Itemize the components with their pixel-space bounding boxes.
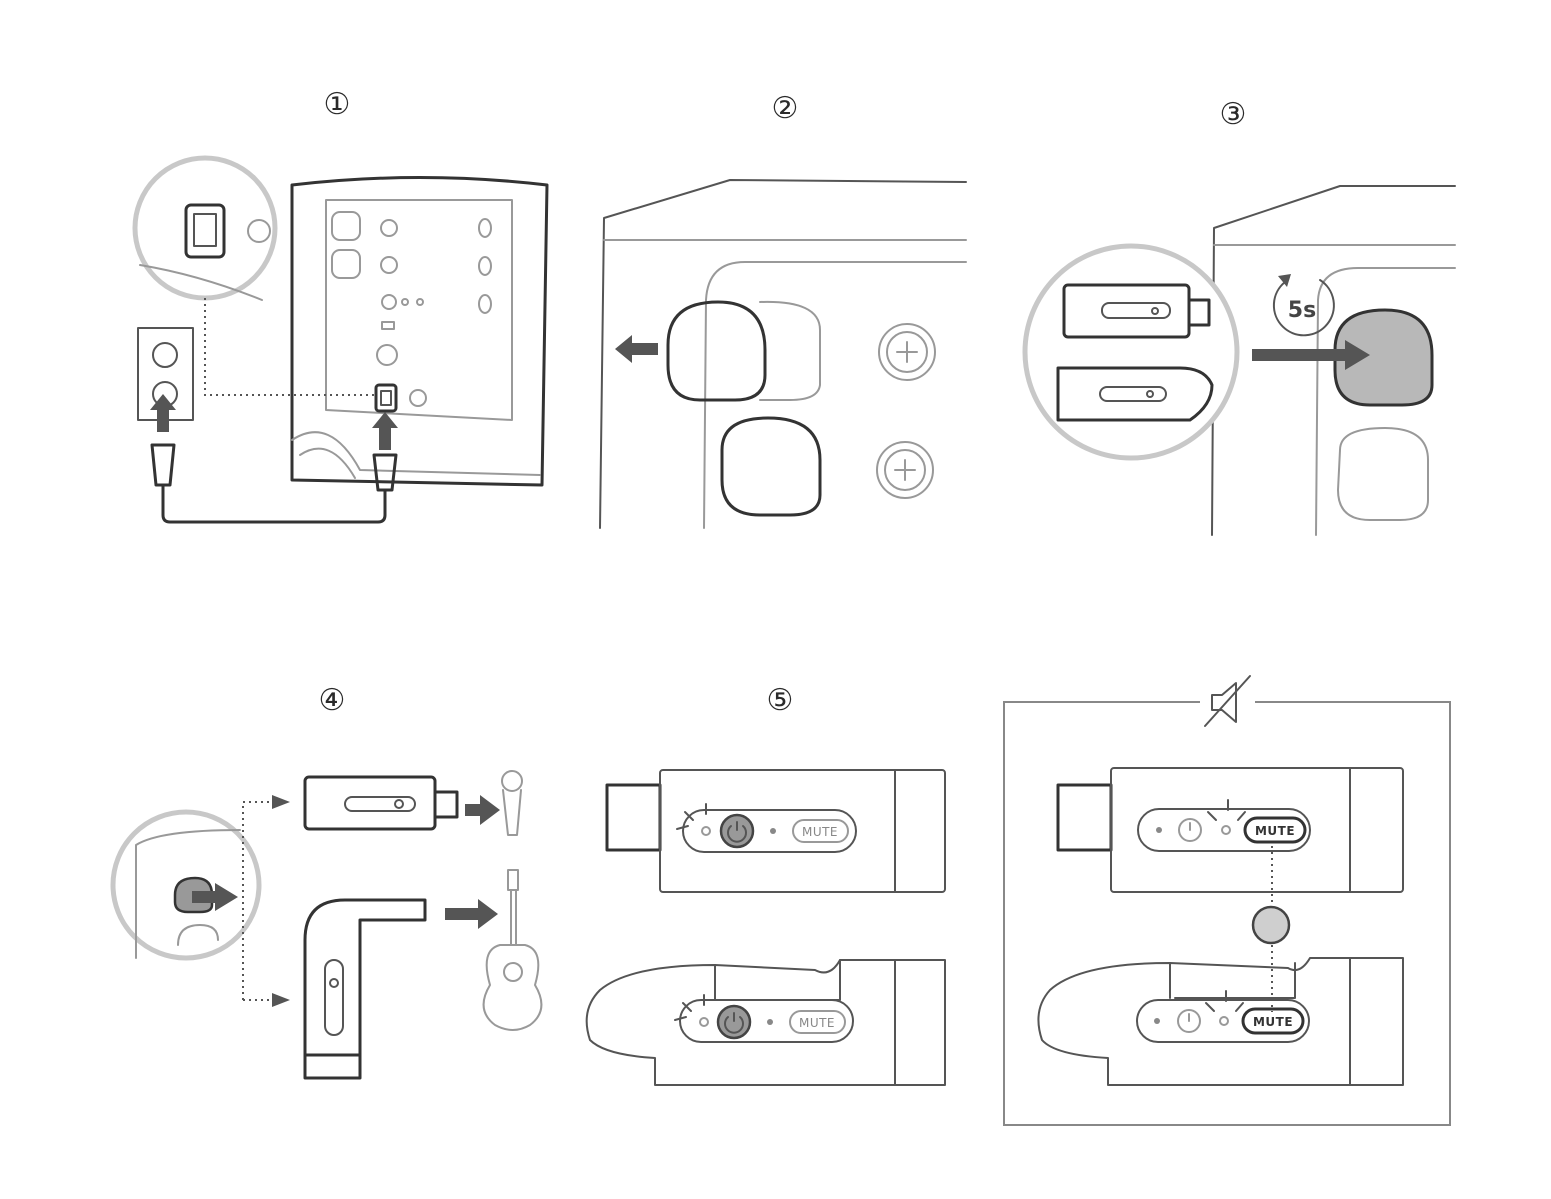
- step-number-2: ②: [772, 91, 799, 126]
- wireless-transmitter-top: MUTE: [1056, 767, 1404, 893]
- power-cable-icon: [150, 443, 398, 524]
- transmitter-slot-highlight: [1333, 308, 1434, 407]
- speaker-icon: [290, 176, 549, 487]
- led-indicator-icon: [1219, 1016, 1229, 1026]
- transmitter-zoom: [1022, 243, 1240, 461]
- step-4-panel: [110, 770, 543, 1080]
- wireless-transmitter-icon: [1056, 283, 1214, 422]
- zoom-connector-line: [204, 298, 375, 396]
- microphone-icon: [501, 770, 523, 836]
- guitar-icon: [482, 869, 543, 1031]
- step-number-3: ③: [1220, 97, 1247, 132]
- arrow-icon: [192, 883, 238, 911]
- wireless-transmitter-top: MUTE: [605, 769, 946, 893]
- wireless-transmitter-bottom: MUTE: [1037, 957, 1404, 1086]
- step-number-1: ①: [324, 87, 351, 122]
- arrow-icon: [615, 335, 658, 363]
- step-2-panel: [599, 179, 967, 529]
- power-inlet-zoom: [132, 155, 278, 301]
- led-indicator-icon: [1221, 825, 1231, 835]
- arrow-icon: [445, 899, 498, 929]
- wireless-transmitter-bottom: MUTE: [585, 959, 946, 1086]
- led-indicator-icon: [699, 1017, 709, 1027]
- power-button-icon: [1177, 1009, 1201, 1033]
- step-number-5: ⑤: [767, 683, 794, 718]
- arrow-icon: [150, 394, 176, 432]
- arrow-icon: [372, 412, 398, 450]
- mute-button-label: MUTE: [1253, 1015, 1293, 1029]
- port-cover: [666, 300, 767, 402]
- wireless-transmitter-icon: [303, 898, 427, 1080]
- arrow-icon: [465, 795, 500, 825]
- mute-button-label: MUTE: [1255, 824, 1295, 838]
- timer-label: 5s: [1288, 298, 1316, 323]
- step-3-panel: 5s: [1022, 185, 1456, 536]
- speaker-muted-icon: [1204, 675, 1251, 727]
- led-indicator-icon: [701, 826, 711, 836]
- port-cover-lower: [720, 416, 822, 517]
- mute-button: [1243, 816, 1307, 844]
- mute-button-label: MUTE: [802, 825, 838, 839]
- wireless-transmitter-icon: [303, 775, 459, 831]
- timer-icon: 5s: [1272, 274, 1335, 337]
- power-button-icon: [1178, 818, 1202, 842]
- step-number-4: ④: [319, 683, 346, 718]
- press-indicator: [1251, 905, 1291, 945]
- mute-panel: MUTE MUTE: [1003, 675, 1451, 1126]
- mute-button-label: MUTE: [799, 1016, 835, 1030]
- step-1-panel: [132, 155, 549, 524]
- split-line: [242, 801, 272, 1000]
- arrow-icon: [1252, 340, 1370, 370]
- step-5-panel: MUTE MUTE: [585, 769, 946, 1086]
- mute-button: [1241, 1007, 1305, 1035]
